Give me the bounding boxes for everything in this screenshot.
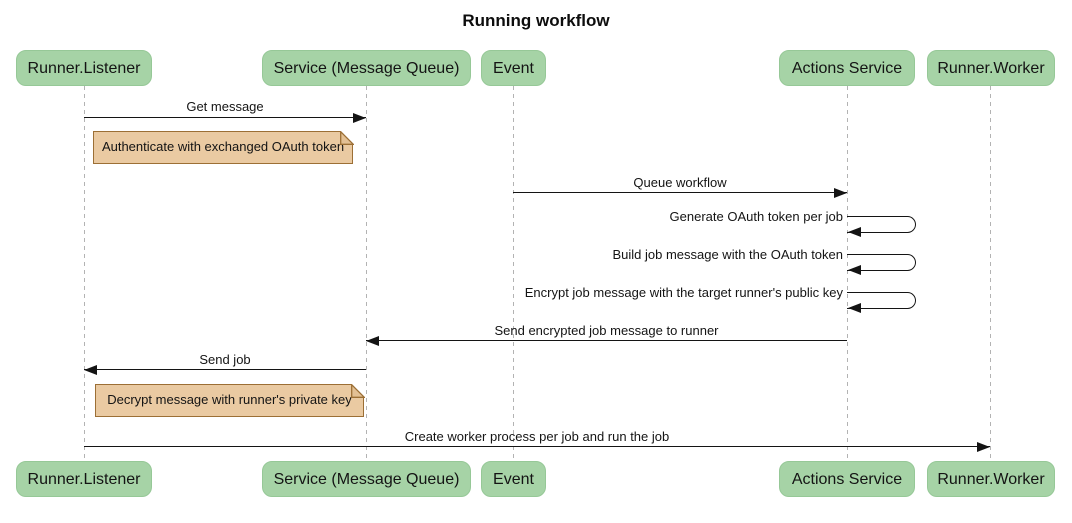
message-label-generate-oauth: Generate OAuth token per job [669,209,843,224]
arrowhead-left-icon [84,365,97,375]
arrowhead-left-icon [848,265,861,275]
participant-bottom-runner-worker: Runner.Worker [927,461,1055,497]
message-label-create-worker: Create worker process per job and run th… [404,429,670,444]
participant-top-actions-service: Actions Service [779,50,915,86]
message-line-queue-workflow [513,192,847,194]
message-label-send-encrypted: Send encrypted job message to runner [494,323,719,338]
participant-top-runner-listener: Runner.Listener [16,50,152,86]
participant-bottom-service-message-queue: Service (Message Queue) [262,461,471,497]
arrowhead-right-icon [834,188,847,198]
arrowhead-left-icon [366,336,379,346]
note-fold-icon [339,130,354,145]
lifeline-service-message-queue [366,86,367,461]
arrowhead-right-icon [353,113,366,123]
participant-bottom-event: Event [481,461,546,497]
message-label-send-job: Send job [199,352,251,367]
participant-top-runner-worker: Runner.Worker [927,50,1055,86]
note-decrypt: Decrypt message with runner's private ke… [95,383,365,417]
message-line-send-encrypted [366,340,847,342]
note-fold-icon [350,383,365,398]
arrowhead-left-icon [848,303,861,313]
message-label-build-job-message: Build job message with the OAuth token [612,247,843,262]
lifeline-runner-listener [83,86,85,461]
arrowhead-right-icon [977,442,990,452]
self-loop-generate-oauth [847,216,916,233]
note-authenticate: Authenticate with exchanged OAuth token [93,130,354,164]
message-label-get-message: Get message [186,99,264,114]
message-label-encrypt-job-message: Encrypt job message with the target runn… [524,285,843,300]
diagram-title: Running workflow [462,11,610,30]
participant-top-service-message-queue: Service (Message Queue) [262,50,471,86]
lifeline-event [513,86,514,461]
lifeline-actions-service [846,86,848,461]
participant-bottom-runner-listener: Runner.Listener [16,461,152,497]
participant-bottom-actions-service: Actions Service [779,461,915,497]
note-decrypt-text: Decrypt message with runner's private ke… [107,392,352,407]
arrowhead-left-icon [848,227,861,237]
self-loop-encrypt-job-message [847,292,916,309]
message-line-get-message [84,117,366,119]
message-line-send-job [84,369,366,371]
self-loop-build-job-message [847,254,916,271]
message-line-create-worker [84,446,990,448]
lifeline-runner-worker [989,86,991,461]
note-authenticate-text: Authenticate with exchanged OAuth token [101,139,345,154]
message-label-queue-workflow: Queue workflow [633,175,727,190]
participant-top-event: Event [481,50,546,86]
